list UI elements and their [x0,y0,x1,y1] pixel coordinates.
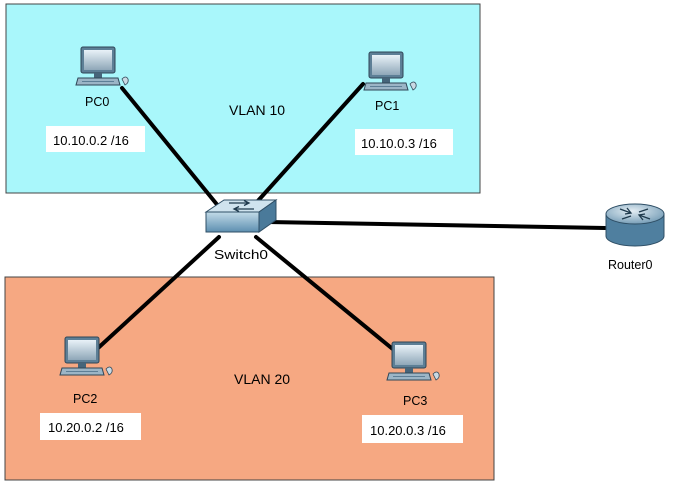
router0[interactable]: Router0 [605,203,665,272]
router-label: Router0 [608,258,653,272]
pc1-ip-box [355,129,453,155]
pc3-ip: 10.20.0.3 /16 [370,423,446,438]
pc2-ip: 10.20.0.2 /16 [48,420,124,435]
vlan10-background [5,3,481,194]
link-pc3-switch [254,235,402,357]
link-pc2-switch [95,235,221,351]
pc1-ip: 10.10.0.3 /16 [361,136,437,151]
vlan20-label: VLAN 20 [234,371,290,387]
pc3-ip-box [362,415,463,443]
pc1-label: PC1 [375,99,399,113]
pc2-ip-box [40,413,141,440]
pc2[interactable]: PC2 10.20.0.2 /16 [40,336,141,440]
switch-label: Switch0 [214,248,268,262]
switch0[interactable]: Switch0 [204,199,278,262]
router-icon [605,203,665,247]
link-pc1-switch [254,82,365,205]
pc0-ip: 10.10.0.2 /16 [53,133,129,148]
switch-icon [204,199,278,233]
vlan10-label: VLAN 10 [229,102,285,118]
pc3-label: PC3 [403,394,427,408]
pc3[interactable]: PC3 10.20.0.3 /16 [362,341,463,443]
pc2-label: PC2 [73,392,97,406]
link-pc0-switch [120,86,221,209]
link-switch-router [266,220,607,230]
pc0-label: PC0 [85,95,109,109]
pc1[interactable]: PC1 10.10.0.3 /16 [355,51,453,155]
vlan10-zone: VLAN 10 [5,3,481,194]
pc0-ip-box [46,126,145,152]
links [95,82,607,357]
pc0[interactable]: PC0 10.10.0.2 /16 [46,46,145,152]
